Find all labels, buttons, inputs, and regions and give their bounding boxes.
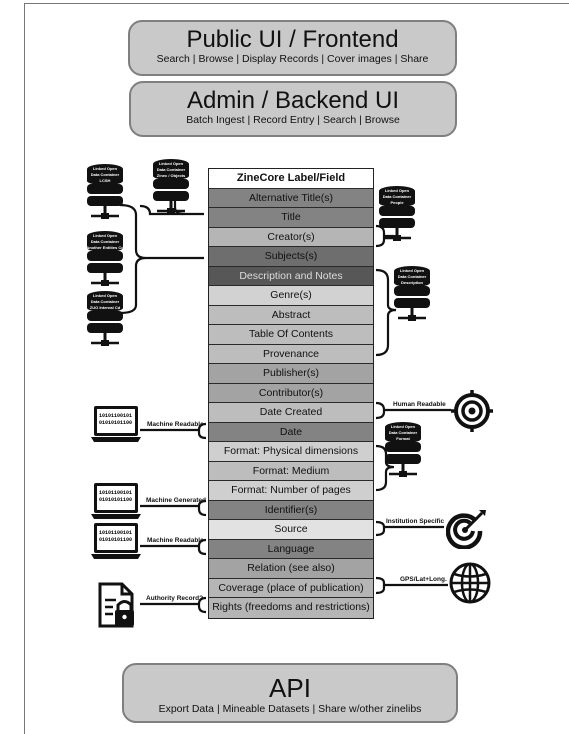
field-row: Title — [209, 208, 373, 228]
database-label: Data Container — [388, 430, 418, 435]
svg-text:01010101100: 01010101100 — [99, 497, 132, 503]
field-row: Subjects(s) — [209, 247, 373, 267]
field-row: Date — [209, 422, 373, 442]
public-ui-layer: Public UI / Frontend Search | Browse | D… — [128, 20, 457, 76]
database-label: Linked Open — [92, 293, 118, 298]
laptop-icon: 10101100101 01010101100 — [91, 406, 141, 442]
field-row: Publisher(s) — [209, 364, 373, 384]
field-row: Genre(s) — [209, 286, 373, 306]
database-label: Linked Open — [92, 233, 118, 238]
institution-specific-label: Institution Specific — [386, 518, 445, 525]
database-label: Linked Open — [390, 424, 416, 429]
database-label: Linked Open — [92, 166, 118, 171]
field-row: Alternative Title(s) — [209, 188, 373, 208]
svg-text:01010101100: 01010101100 — [99, 420, 132, 426]
gps-label: GPS/Lat+Long. — [400, 576, 447, 583]
database-label: Data Container — [90, 239, 120, 244]
field-row: Format: Medium — [209, 461, 373, 481]
field-row: Contributor(s) — [209, 383, 373, 403]
laptop-icon: 10101100101 01010101100 — [91, 483, 141, 519]
database-label: People — [390, 200, 404, 205]
public-ui-title: Public UI / Frontend — [186, 26, 399, 53]
target-icon — [451, 390, 493, 432]
field-row: Rights (freedoms and restrictions) — [209, 598, 373, 618]
database-label: Another Entities Cd — [86, 245, 124, 250]
field-row: Description and Notes — [209, 266, 373, 286]
field-row: Coverage (place of publication) — [209, 578, 373, 598]
machine-generated-label: Machine Generated — [146, 497, 206, 504]
database-label: Data Container — [90, 172, 120, 177]
database-label: Linked Open — [399, 268, 425, 273]
human-readable-label: Human Readable — [393, 401, 446, 408]
machine-readable-label-1: Machine Readable — [147, 421, 204, 428]
svg-text:10101100101: 10101100101 — [99, 413, 132, 419]
field-row: Source — [209, 520, 373, 540]
database-label: Linked Open — [384, 188, 410, 193]
field-row: Identifier(s) — [209, 500, 373, 520]
field-row: Format: Physical dimensions — [209, 442, 373, 462]
database-label: Data Container — [397, 274, 427, 279]
database-label: Format — [396, 436, 410, 441]
field-row: ZineCore Label/Field — [209, 169, 373, 189]
authority-record-label: Authority Record? — [146, 595, 204, 602]
database-label: Zinec / Objects — [156, 173, 186, 178]
field-row: Abstract — [209, 305, 373, 325]
dartboard-icon — [446, 510, 486, 549]
database-label: Description — [400, 280, 423, 285]
api-subtitle: Export Data | Mineable Datasets | Share … — [158, 703, 422, 715]
field-row: Provenance — [209, 344, 373, 364]
field-row: Date Created — [209, 403, 373, 423]
document-lock-icon — [98, 582, 134, 628]
api-title: API — [269, 673, 311, 703]
database-label: Data Container — [382, 194, 412, 199]
globe-icon — [449, 562, 491, 604]
field-row: Table Of Contents — [209, 325, 373, 345]
field-row: Relation (see also) — [209, 559, 373, 579]
database-label: ZUO Internal Cd — [89, 305, 121, 310]
laptop-icon: 10101100101 01010101100 — [91, 523, 141, 559]
admin-ui-title: Admin / Backend UI — [186, 87, 400, 114]
admin-ui-subtitle: Batch Ingest | Record Entry | Search | B… — [186, 114, 400, 126]
machine-readable-label-2: Machine Readable — [147, 537, 204, 544]
database-label: Data Container — [90, 299, 120, 304]
database-label: Data Container — [156, 167, 186, 172]
admin-ui-layer: Admin / Backend UI Batch Ingest | Record… — [129, 81, 457, 137]
svg-text:10101100101: 10101100101 — [99, 490, 132, 496]
database-label: Linked Open — [158, 161, 184, 166]
svg-text:10101100101: 10101100101 — [99, 530, 132, 536]
field-row: Language — [209, 539, 373, 559]
field-row: Creator(s) — [209, 227, 373, 247]
public-ui-subtitle: Search | Browse | Display Records | Cove… — [156, 53, 429, 65]
svg-text:01010101100: 01010101100 — [99, 537, 132, 543]
page-frame — [24, 3, 569, 734]
api-layer: API Export Data | Mineable Datasets | Sh… — [122, 663, 458, 723]
database-label: LCSH — [99, 178, 111, 183]
field-row: Format: Number of pages — [209, 481, 373, 501]
